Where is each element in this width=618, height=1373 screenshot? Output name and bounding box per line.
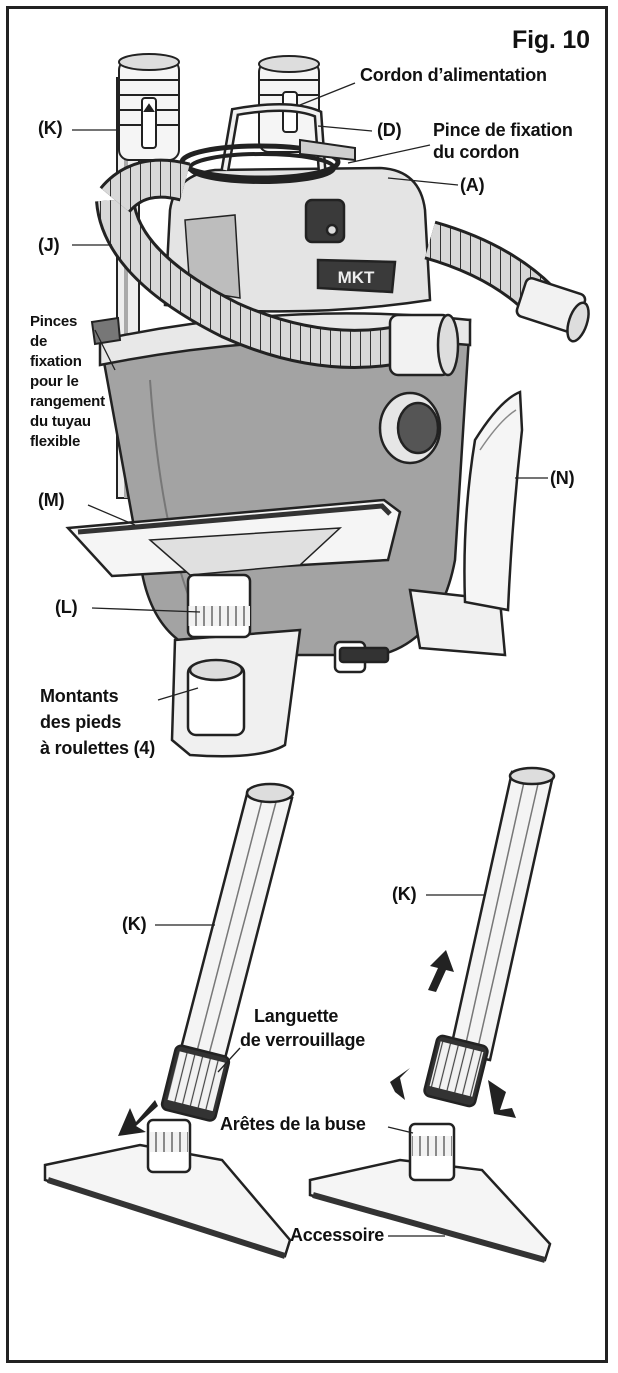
arrow-rotate-right xyxy=(488,1080,516,1118)
extension-wand-right xyxy=(423,766,556,1108)
label-locking-tab-2: de verrouillage xyxy=(240,1030,366,1050)
label-hose-clips-3: fixation xyxy=(30,353,82,370)
figure-number: Fig. 10 xyxy=(512,26,590,54)
label-hose-clips-5: rangement xyxy=(30,393,105,410)
label-K-right: (K) xyxy=(392,884,417,904)
floor-nozzle xyxy=(65,498,402,639)
label-hose-clips-6: du tuyau xyxy=(30,413,91,430)
brand-logo: MKT xyxy=(338,268,375,287)
arrow-rotate-left xyxy=(390,1068,410,1100)
label-hose-clips-4: pour le xyxy=(30,373,79,390)
label-M: (M) xyxy=(38,490,65,510)
inlet-port xyxy=(378,391,442,465)
label-locking-tab-1: Languette xyxy=(254,1006,339,1026)
label-L: (L) xyxy=(55,597,78,617)
label-power-cord: Cordon d’alimentation xyxy=(360,65,547,85)
label-hose-clips-7: flexible xyxy=(30,433,81,450)
label-nozzle-ridges: Arêtes de la buse xyxy=(220,1114,366,1134)
flexible-hose xyxy=(95,158,590,377)
crevice-tool xyxy=(463,390,524,612)
label-K-top: (K) xyxy=(38,118,63,138)
label-A: (A) xyxy=(460,175,485,195)
extension-wand-left xyxy=(160,782,295,1122)
accessory-left xyxy=(43,1118,292,1259)
label-J: (J) xyxy=(38,235,60,255)
arrow-down-left xyxy=(118,1100,158,1136)
motor-head: MKT xyxy=(163,103,432,313)
accessory-right xyxy=(308,1122,552,1263)
label-caster-posts-3: à roulettes (4) xyxy=(40,738,156,758)
label-cord-clip-2: du cordon xyxy=(433,142,520,162)
label-hose-clips-1: Pinces xyxy=(30,313,78,330)
label-caster-posts-1: Montants xyxy=(40,686,119,706)
leader-lines xyxy=(72,82,548,1237)
label-cord-clip-1: Pince de fixation xyxy=(433,120,573,140)
label-K-left: (K) xyxy=(122,914,147,934)
label-caster-posts-2: des pieds xyxy=(40,712,122,732)
label-D: (D) xyxy=(377,120,402,140)
label-hose-clips-2: de xyxy=(30,333,48,350)
label-N: (N) xyxy=(550,468,575,488)
label-accessory: Accessoire xyxy=(290,1225,385,1245)
arrow-up xyxy=(428,950,454,992)
